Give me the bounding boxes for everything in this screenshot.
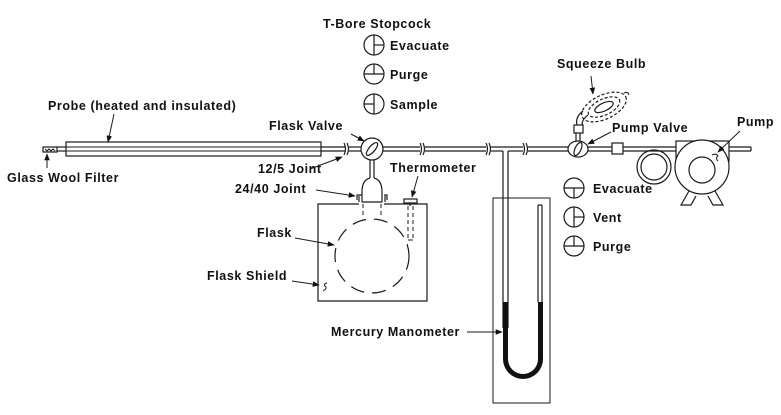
pump-valve[interactable] bbox=[567, 124, 589, 158]
stopcock-purge-icon bbox=[563, 235, 585, 257]
flask-shield-label: Flask Shield bbox=[207, 269, 287, 283]
stopcock-sample-icon bbox=[363, 93, 385, 115]
pump-label: Pump bbox=[737, 115, 774, 129]
thermometer bbox=[403, 198, 418, 241]
flask bbox=[334, 204, 410, 294]
flask-valve-legend: Evacuate Purge Sample bbox=[363, 34, 450, 115]
probe-label: Probe (heated and insulated) bbox=[48, 99, 236, 113]
flask-valve-label: Flask Valve bbox=[269, 119, 343, 133]
pump-valve-label: Pump Valve bbox=[612, 121, 688, 135]
stopcock-evacuate-icon bbox=[563, 177, 585, 199]
flask-valve-legend-evacuate: Evacuate bbox=[390, 39, 450, 53]
coiled-tubing bbox=[611, 142, 676, 185]
squeeze-bulb-label: Squeeze Bulb bbox=[557, 57, 646, 71]
flask-neck-stem bbox=[356, 160, 388, 203]
joint-12-5-label: 12/5 Joint bbox=[258, 162, 322, 176]
glass-wool-filter-label: Glass Wool Filter bbox=[7, 171, 119, 185]
pump-valve-legend-purge: Purge bbox=[593, 240, 631, 254]
pump[interactable] bbox=[674, 139, 752, 206]
flask-valve-legend-purge: Purge bbox=[390, 68, 428, 82]
stopcock-purge-icon bbox=[363, 63, 385, 85]
flask-valve-legend-sample: Sample bbox=[390, 98, 438, 112]
mercury-manometer bbox=[492, 151, 551, 404]
flask-valve[interactable] bbox=[360, 137, 384, 161]
t-bore-stopcock-title: T-Bore Stopcock bbox=[323, 17, 431, 31]
pump-valve-legend-evacuate: Evacuate bbox=[593, 182, 653, 196]
glass-wool-filter bbox=[42, 146, 66, 153]
thermometer-label: Thermometer bbox=[390, 161, 476, 175]
mercury-manometer-label: Mercury Manometer bbox=[331, 325, 460, 339]
stopcock-vent-icon bbox=[563, 206, 585, 228]
pump-valve-legend-vent: Vent bbox=[593, 211, 622, 225]
flask-label: Flask bbox=[257, 226, 292, 240]
flask-shield bbox=[317, 203, 428, 302]
probe bbox=[65, 141, 322, 157]
stopcock-evacuate-icon bbox=[363, 34, 385, 56]
joint-24-40-label: 24/40 Joint bbox=[235, 182, 306, 196]
squeeze-bulb[interactable] bbox=[576, 86, 631, 128]
pump-valve-legend: Evacuate Vent Purge bbox=[563, 177, 653, 257]
